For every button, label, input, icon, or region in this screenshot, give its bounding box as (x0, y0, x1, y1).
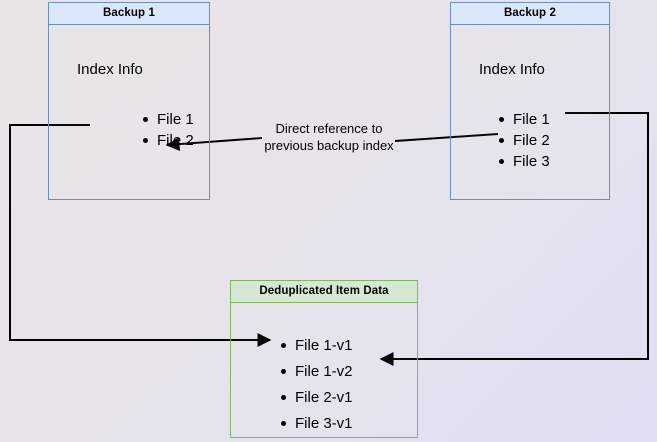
node-backup1-body: Index Info File 1 File 2 (49, 25, 209, 199)
list-item: File 2 (141, 130, 194, 151)
backup1-index-info-label: Index Info (77, 61, 143, 78)
list-item: File 3 (497, 151, 550, 172)
backup2-file-list: File 1 File 2 File 3 (479, 109, 550, 172)
backup1-file-list: File 1 File 2 (123, 109, 194, 151)
node-backup2[interactable]: Backup 2 Index Info File 1 File 2 File 3 (450, 2, 610, 200)
node-deduplicated-item-data[interactable]: Deduplicated Item Data File 1-v1 File 1-… (230, 280, 418, 438)
node-dedup-body: File 1-v1 File 1-v2 File 2-v1 File 3-v1 (231, 303, 417, 437)
direct-reference-line-1: Direct reference to (275, 121, 383, 136)
list-item: File 1-v1 (279, 333, 353, 359)
node-backup2-body: Index Info File 1 File 2 File 3 (451, 25, 609, 199)
backup2-index-info-label: Index Info (479, 61, 545, 78)
node-backup1[interactable]: Backup 1 Index Info File 1 File 2 (48, 2, 210, 200)
direct-reference-line-2: previous backup index (264, 138, 394, 153)
list-item: File 1 (141, 109, 194, 130)
list-item: File 1-v2 (279, 359, 353, 385)
list-item: File 2-v1 (279, 385, 353, 411)
node-backup2-header: Backup 2 (451, 3, 609, 25)
node-backup1-header: Backup 1 (49, 3, 209, 25)
list-item: File 2 (497, 130, 550, 151)
list-item: File 3-v1 (279, 411, 353, 437)
dedup-file-list: File 1-v1 File 1-v2 File 2-v1 File 3-v1 (261, 333, 353, 437)
list-item: File 1 (497, 109, 550, 130)
direct-reference-label: Direct reference to previous backup inde… (254, 120, 404, 154)
node-dedup-header: Deduplicated Item Data (231, 281, 417, 303)
